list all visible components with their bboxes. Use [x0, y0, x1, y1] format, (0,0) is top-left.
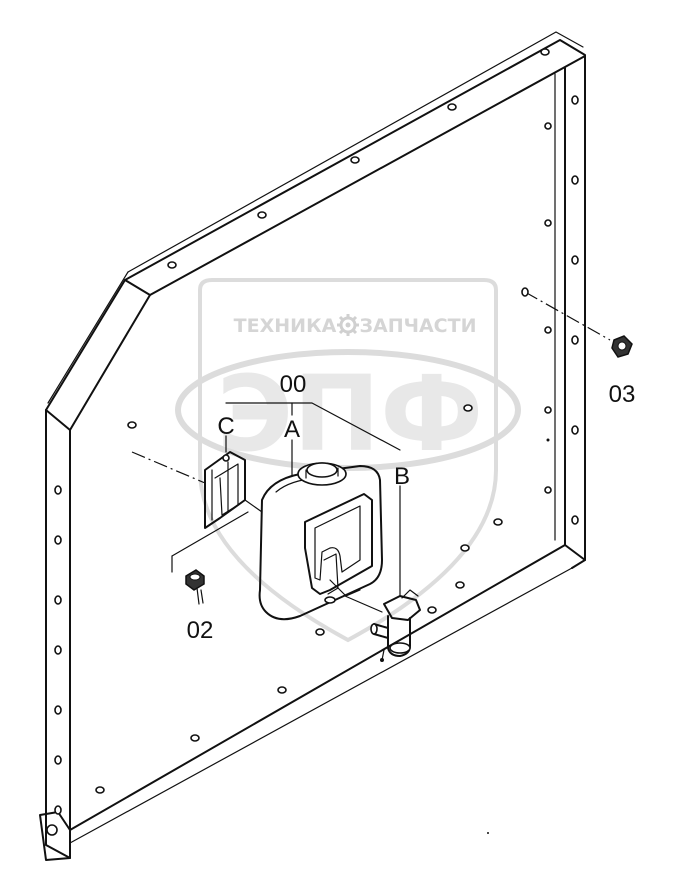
nut-03 — [521, 287, 633, 358]
watermark-text-left: ТЕХНИКА — [234, 315, 337, 337]
gear-icon — [337, 314, 359, 336]
callout-a: A — [284, 416, 300, 443]
bolt-02 — [171, 511, 249, 605]
callout-leaders — [225, 402, 401, 597]
callout-bolt-02: 02 — [187, 617, 214, 644]
watermark-shield-shape — [198, 278, 498, 643]
callout-c: C — [217, 413, 234, 440]
watermark: ТЕХНИКА ЗАПЧАСТИ ЭПФ — [175, 278, 521, 643]
callout-b: B — [394, 463, 410, 490]
callout-nut-03: 03 — [609, 381, 636, 408]
washer-tank — [258, 462, 383, 621]
watermark-logo: ЭПФ — [217, 353, 484, 475]
washer-pump-b — [344, 589, 421, 662]
cab-side-panel — [39, 31, 586, 861]
bracket-c — [131, 451, 263, 529]
callout-assembly-00: 00 — [280, 371, 307, 398]
watermark-text-right: ЗАПЧАСТИ — [360, 315, 477, 337]
